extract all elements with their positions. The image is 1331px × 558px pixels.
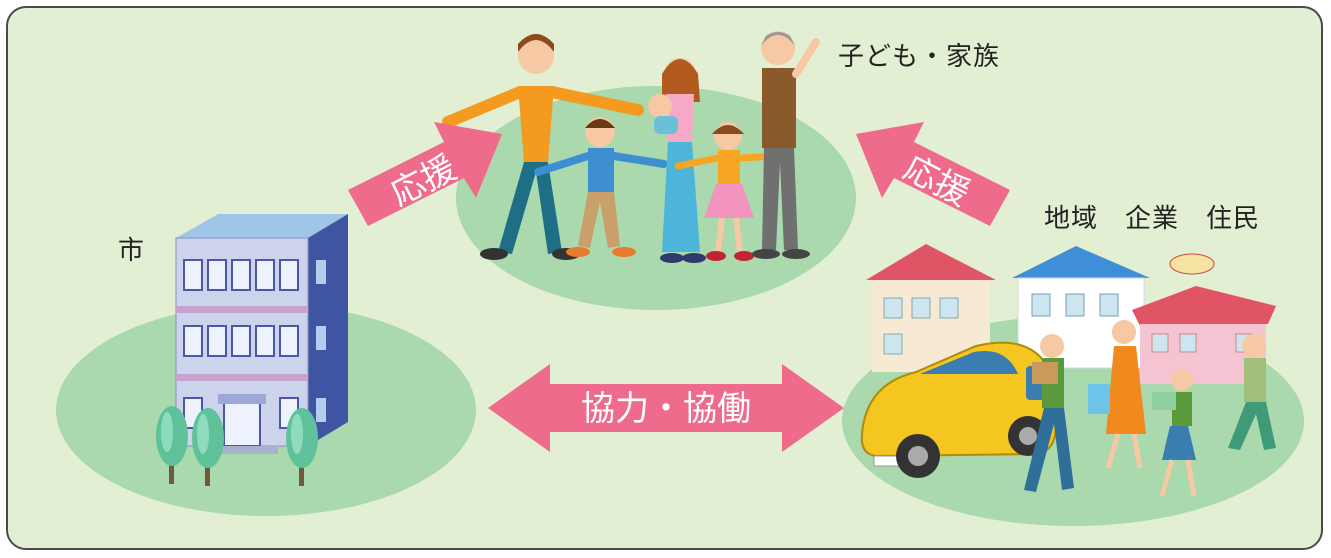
family-illustration bbox=[442, 31, 820, 263]
cooperation-text: 協力・協働 bbox=[581, 389, 751, 429]
diagram-panel: 市 子ども・家族 地域 企業 住民 bbox=[6, 6, 1323, 550]
tree-icon bbox=[192, 408, 224, 486]
tree-icon bbox=[286, 408, 318, 486]
city-label: 市 bbox=[118, 236, 146, 266]
support-arrow-right: 応援 bbox=[856, 122, 1010, 226]
city-building-illustration bbox=[175, 214, 348, 454]
family-label: 子ども・家族 bbox=[838, 42, 1001, 72]
community-illustration bbox=[860, 244, 1276, 497]
tree-icon bbox=[156, 406, 188, 484]
support-arrow-left: 応援 bbox=[348, 122, 502, 226]
community-label: 地域 企業 住民 bbox=[1044, 204, 1261, 234]
cooperation-arrow: 協力・協働 bbox=[488, 364, 844, 452]
